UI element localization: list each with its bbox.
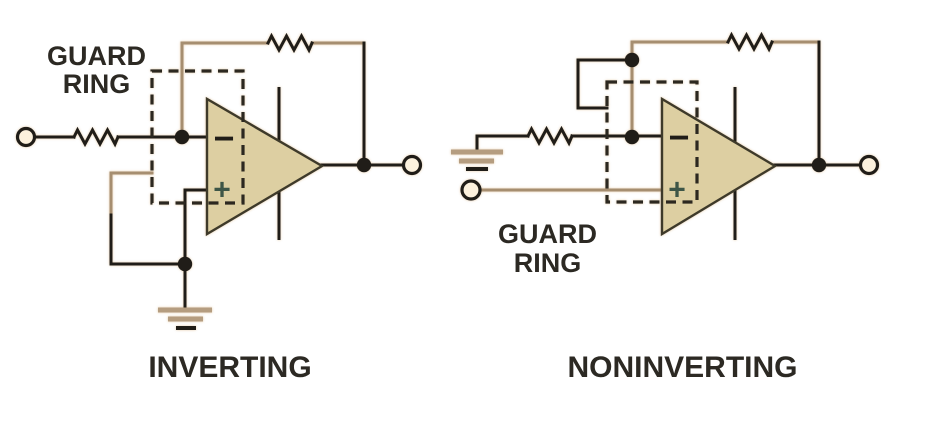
output-terminal [401,154,423,176]
feedback-resistor [725,31,774,53]
guard-ring-label-left: GUARD RING [28,42,165,98]
guard-ring-label-right: GUARD RING [479,220,616,278]
guard-ring-dashed-box [150,69,245,205]
junction-dot [174,129,190,145]
junction-dot [624,129,640,145]
caption-noninverting: NONINVERTING [567,351,798,384]
noninverting-input-marker: + [213,174,231,207]
ground-symbol [451,149,503,171]
feedback-resistor [265,32,314,54]
output-terminal [858,154,880,176]
op-amp-triangle [205,96,325,237]
guard-ring-label-line2: RING [62,69,131,99]
guard-connection-loop [576,58,634,110]
feedback-wire-tan [630,40,730,139]
noninverting-input-marker: + [668,174,686,207]
inverting-input-marker: − [213,118,234,159]
ground-wire [475,134,530,152]
ground-symbol [158,307,212,330]
guard-to-ground-wire [109,213,187,266]
junction-dot [177,256,193,272]
feedback-wire-tan [180,41,270,139]
input-resistor [525,125,574,147]
junction-dot [624,52,640,68]
guard-ring-label-line2: RING [513,248,582,278]
input-resistor [71,126,120,148]
junction-dot [811,157,827,173]
noninverting-circuit: − + [451,31,880,240]
input-terminal [460,179,482,201]
op-amp-triangle [660,96,778,237]
guard-ring-dashed-box [605,80,699,204]
junction-dot [356,157,372,173]
guard-ring-label-line1: GUARD [47,41,146,71]
inverting-circuit: − + [15,32,423,330]
guard-to-ground-wire-tan [109,171,154,217]
input-terminal [15,126,37,148]
caption-inverting: INVERTING [148,351,312,384]
guard-ring-label-line1: GUARD [498,219,597,249]
noninverting-input-wire [183,188,209,266]
inverting-input-marker: − [668,117,689,158]
